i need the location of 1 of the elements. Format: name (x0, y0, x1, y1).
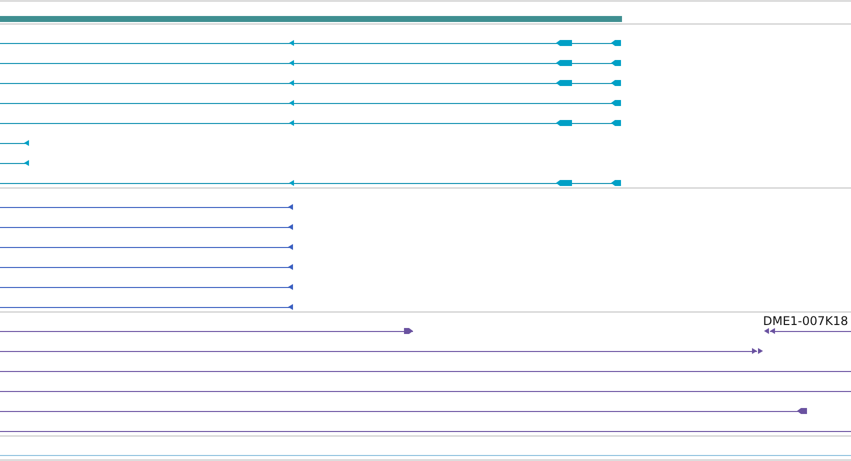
clone-label: DME1-007K18 (763, 314, 848, 328)
